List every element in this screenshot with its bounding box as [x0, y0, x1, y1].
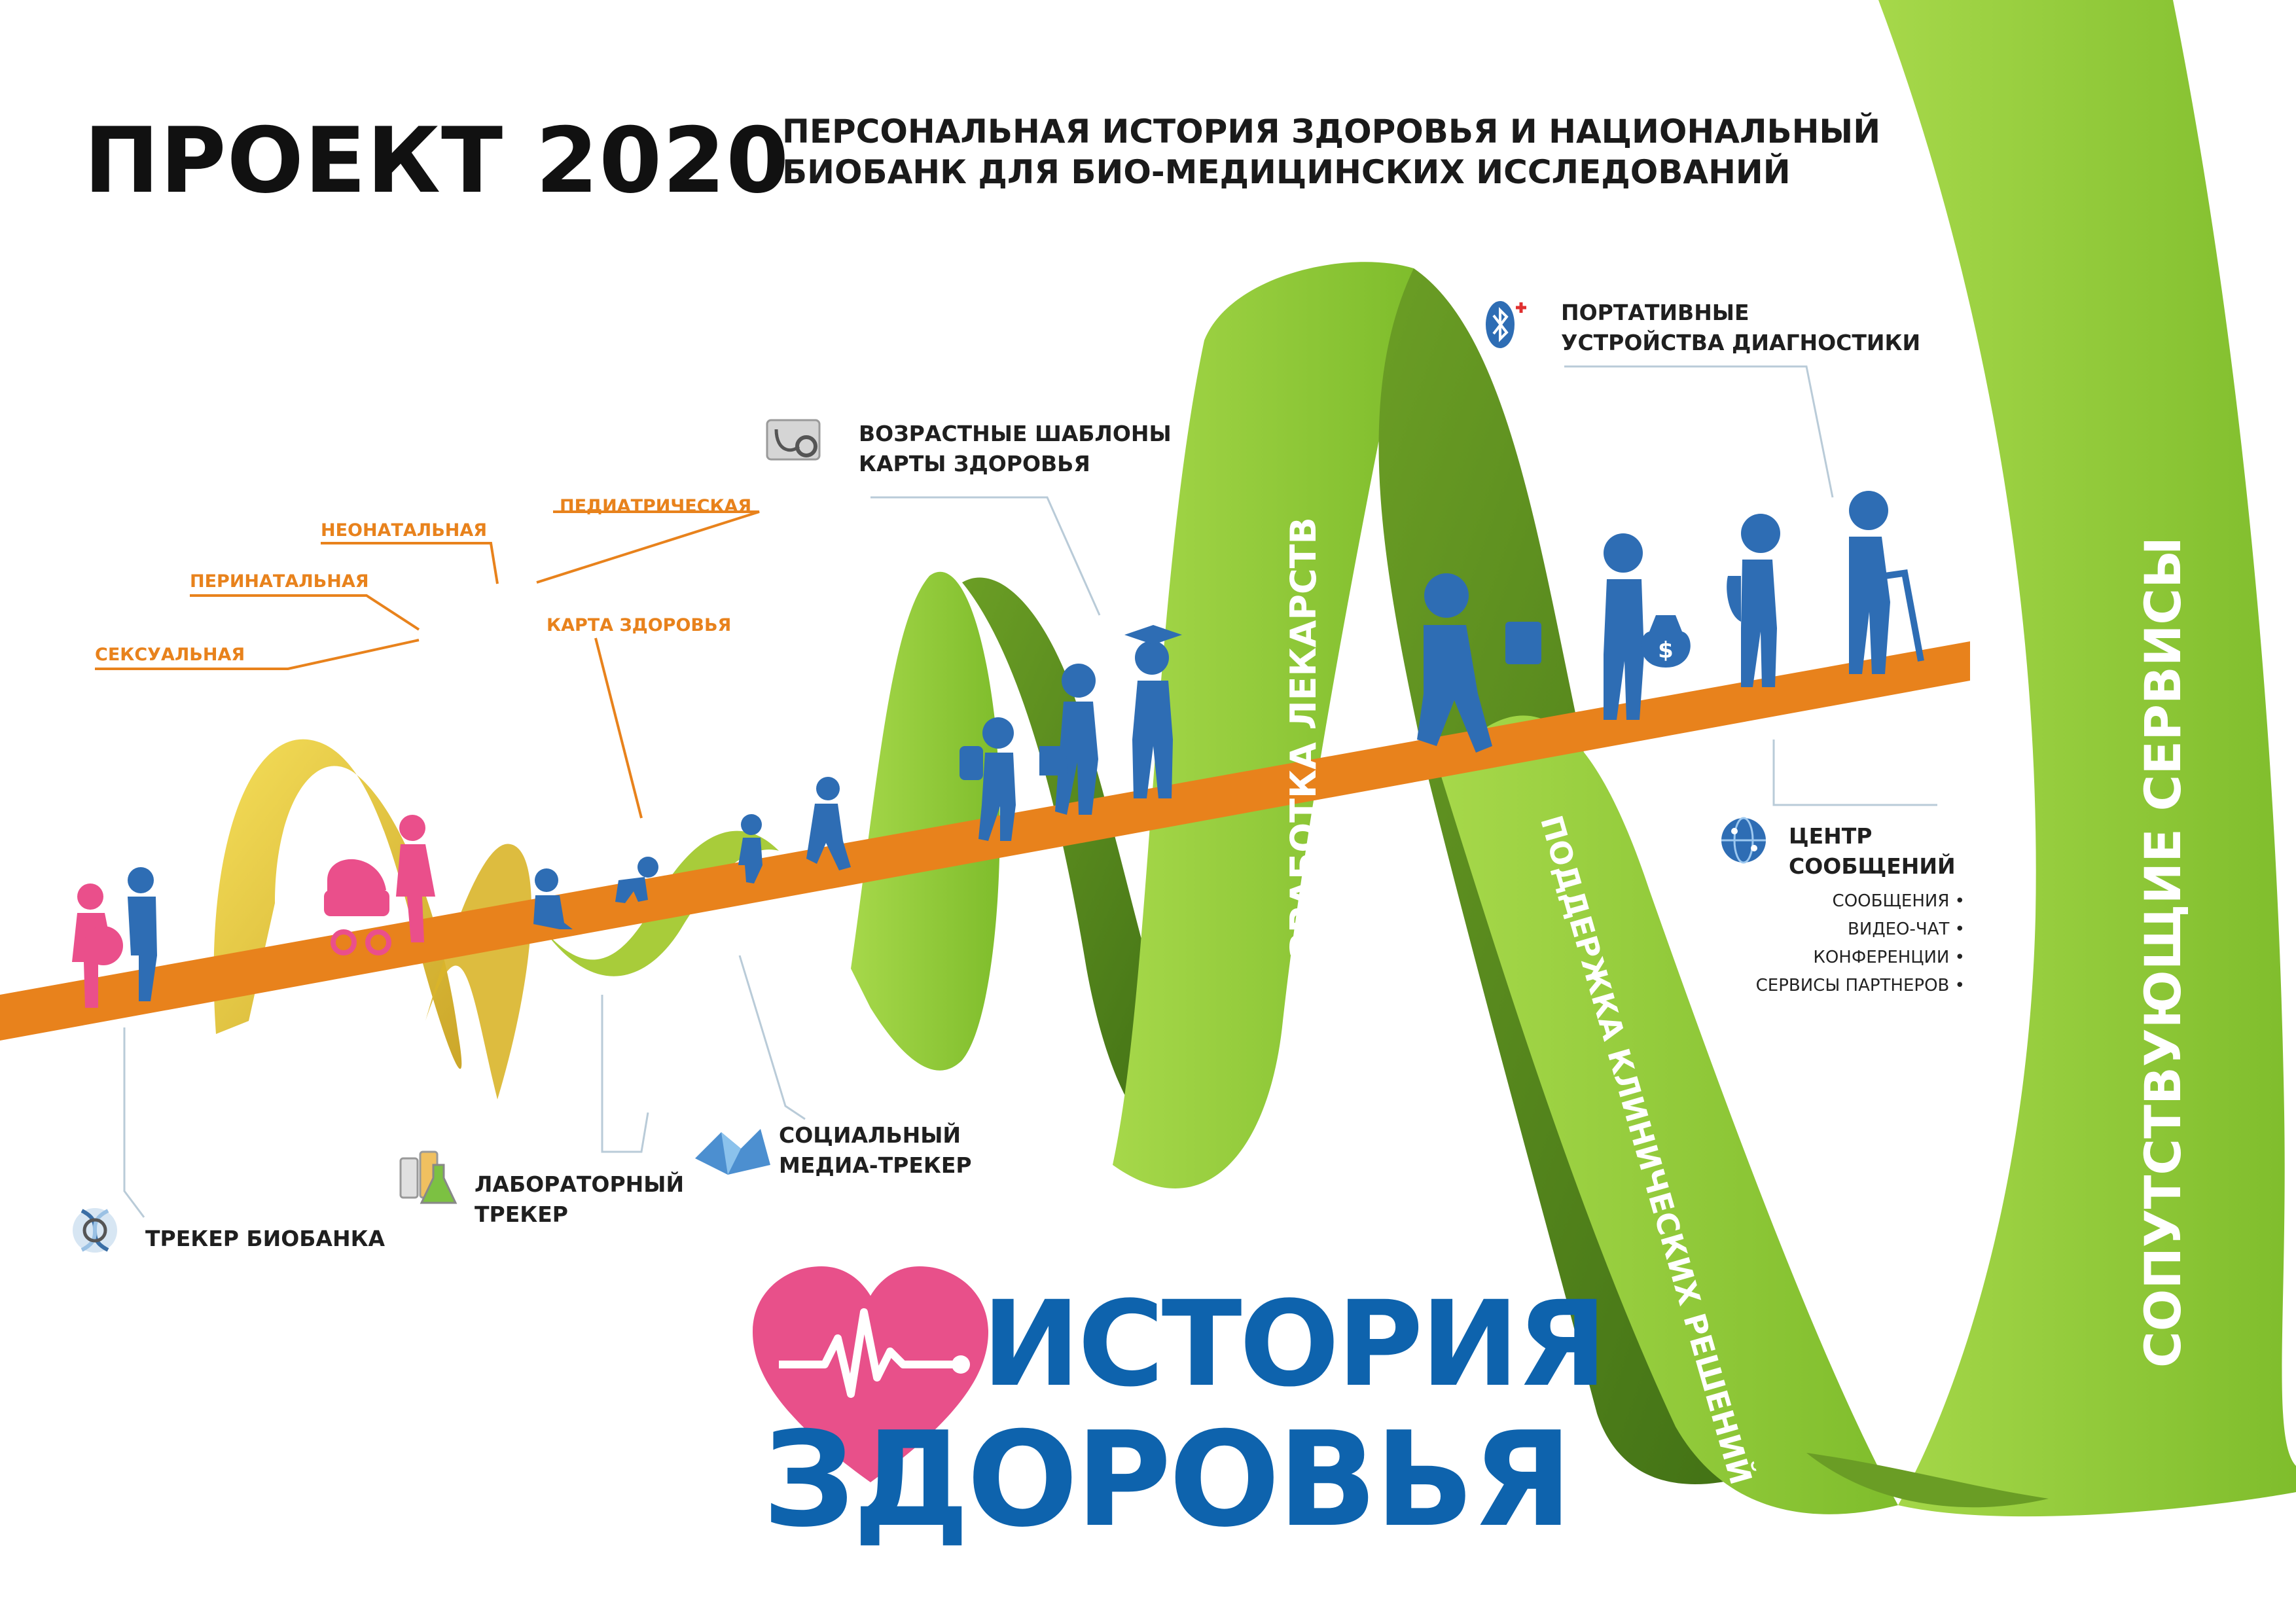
- social-tracker-line-1: СОЦИАЛЬНЫЙ: [779, 1122, 961, 1148]
- message-center-line-2: СООБЩЕНИЙ: [1789, 853, 1956, 879]
- message-center-item-conferences: КОНФЕРЕНЦИИ •: [1813, 948, 1965, 967]
- social-tracker-line-2: МЕДИА-ТРЕКЕР: [779, 1152, 972, 1178]
- ribbon-related-services: СОПУТСТВУЮЩИЕ СЕРВИСЫ: [2134, 537, 2192, 1368]
- lab-tracker-line-1: ЛАБОРАТОРНЫЙ: [475, 1171, 685, 1197]
- biobank-tracker-label: ТРЕКЕР БИОБАНКА: [145, 1226, 386, 1251]
- green-ribbon-main: [1113, 262, 1414, 1188]
- subtitle-line-1: ПЕРСОНАЛЬНАЯ ИСТОРИЯ ЗДОРОВЬЯ И НАЦИОНАЛ…: [782, 113, 1881, 151]
- lab-tracker-line-2: ТРЕКЕР: [475, 1202, 568, 1227]
- stroller-figure: [324, 815, 435, 955]
- green-ribbon-clinical: [1440, 715, 1898, 1514]
- green-wave-small: [851, 571, 1000, 1071]
- message-center-item-messages: СООБЩЕНИЯ •: [1832, 891, 1965, 911]
- green-ribbon-services-shadow: [1806, 1453, 2049, 1508]
- callout-lines: [123, 365, 1937, 1218]
- social-graph-icon: [695, 1129, 770, 1175]
- stage-sexual: СЕКСУАЛЬНАЯ: [95, 645, 245, 665]
- ribbon-drug-development: РАЗРАБОТКА ЛЕКАРСТВ: [1283, 517, 1324, 1011]
- people-figures: $: [72, 491, 1924, 1008]
- yellow-helix-band: [213, 739, 462, 1069]
- logo-line-2: ЗДОРОВЬЯ: [762, 1404, 1573, 1556]
- social-tracker-label: СОЦИАЛЬНЫЙ МЕДИА-ТРЕКЕР: [779, 1120, 972, 1181]
- stage-perinatal: ПЕРИНАТАЛЬНАЯ: [190, 571, 369, 592]
- message-center-label: ЦЕНТР СООБЩЕНИЙ: [1789, 821, 1956, 882]
- logo-line-1: ИСТОРИЯ: [982, 1276, 1607, 1413]
- baby-sitting-figure: [533, 868, 573, 929]
- kid-running-figure: [806, 777, 851, 870]
- message-center-line-1: ЦЕНТР: [1789, 823, 1873, 849]
- page-subtitle: ПЕРСОНАЛЬНАЯ ИСТОРИЯ ЗДОРОВЬЯ И НАЦИОНАЛ…: [782, 111, 1880, 192]
- yellow-helix-loop: [425, 844, 532, 1099]
- stage-pediatric: ПЕДИАТРИЧЕСКАЯ: [560, 496, 752, 516]
- portable-devices-label: ПОРТАТИВНЫЕ УСТРОЙСТВА ДИАГНОСТИКИ: [1561, 298, 1920, 358]
- adult-moneybag-figure: $: [1604, 533, 1691, 720]
- baby-crawling-figure: [615, 857, 658, 903]
- subtitle-line-2: БИОБАНК ДЛЯ БИО-МЕДИЦИНСКИХ ИССЛЕДОВАНИЙ: [782, 153, 1791, 191]
- svg-text:$: $: [1658, 637, 1674, 664]
- adult-briefcase-figure: [1417, 573, 1541, 753]
- message-center-item-partner-services: СЕРВИСЫ ПАРТНЕРОВ •: [1755, 976, 1965, 995]
- age-templates-label: ВОЗРАСТНЫЕ ШАБЛОНЫ КАРТЫ ЗДОРОВЬЯ: [859, 419, 1172, 479]
- bluetooth-icon: [1486, 301, 1526, 348]
- lab-tracker-label: ЛАБОРАТОРНЫЙ ТРЕКЕР: [475, 1169, 684, 1230]
- age-templates-line-2: КАРТЫ ЗДОРОВЬЯ: [859, 451, 1090, 476]
- portable-devices-line-1: ПОРТАТИВНЫЕ: [1561, 300, 1749, 325]
- health-card-connectors: [95, 510, 760, 819]
- elderly-cane-figure: [1849, 491, 1924, 674]
- lab-flask-icon: [399, 1150, 457, 1204]
- heart-logo-icon: [753, 1266, 988, 1482]
- stethoscope-icon: [766, 419, 821, 461]
- page-title: ПРОЕКТ 2020: [84, 108, 790, 213]
- older-man-figure: [1727, 514, 1780, 687]
- schoolkid-figure: [960, 717, 1016, 841]
- health-card-title: КАРТА ЗДОРОВЬЯ: [547, 615, 732, 635]
- graduate-figure: [1124, 625, 1182, 798]
- portable-devices-line-2: УСТРОЙСТВА ДИАГНОСТИКИ: [1561, 330, 1921, 355]
- message-center-item-video-chat: ВИДЕО-ЧАТ •: [1848, 919, 1965, 939]
- green-ribbon-services: [1878, 0, 2296, 1517]
- child-walking-figure: [738, 814, 762, 883]
- teen-figure: [1039, 664, 1098, 815]
- dna-icon: [73, 1208, 117, 1253]
- stage-neonatal: НЕОНАТАЛЬНАЯ: [321, 520, 488, 541]
- age-templates-line-1: ВОЗРАСТНЫЕ ШАБЛОНЫ: [859, 421, 1172, 446]
- couple-figure: [72, 867, 157, 1008]
- globe-icon: [1721, 817, 1766, 864]
